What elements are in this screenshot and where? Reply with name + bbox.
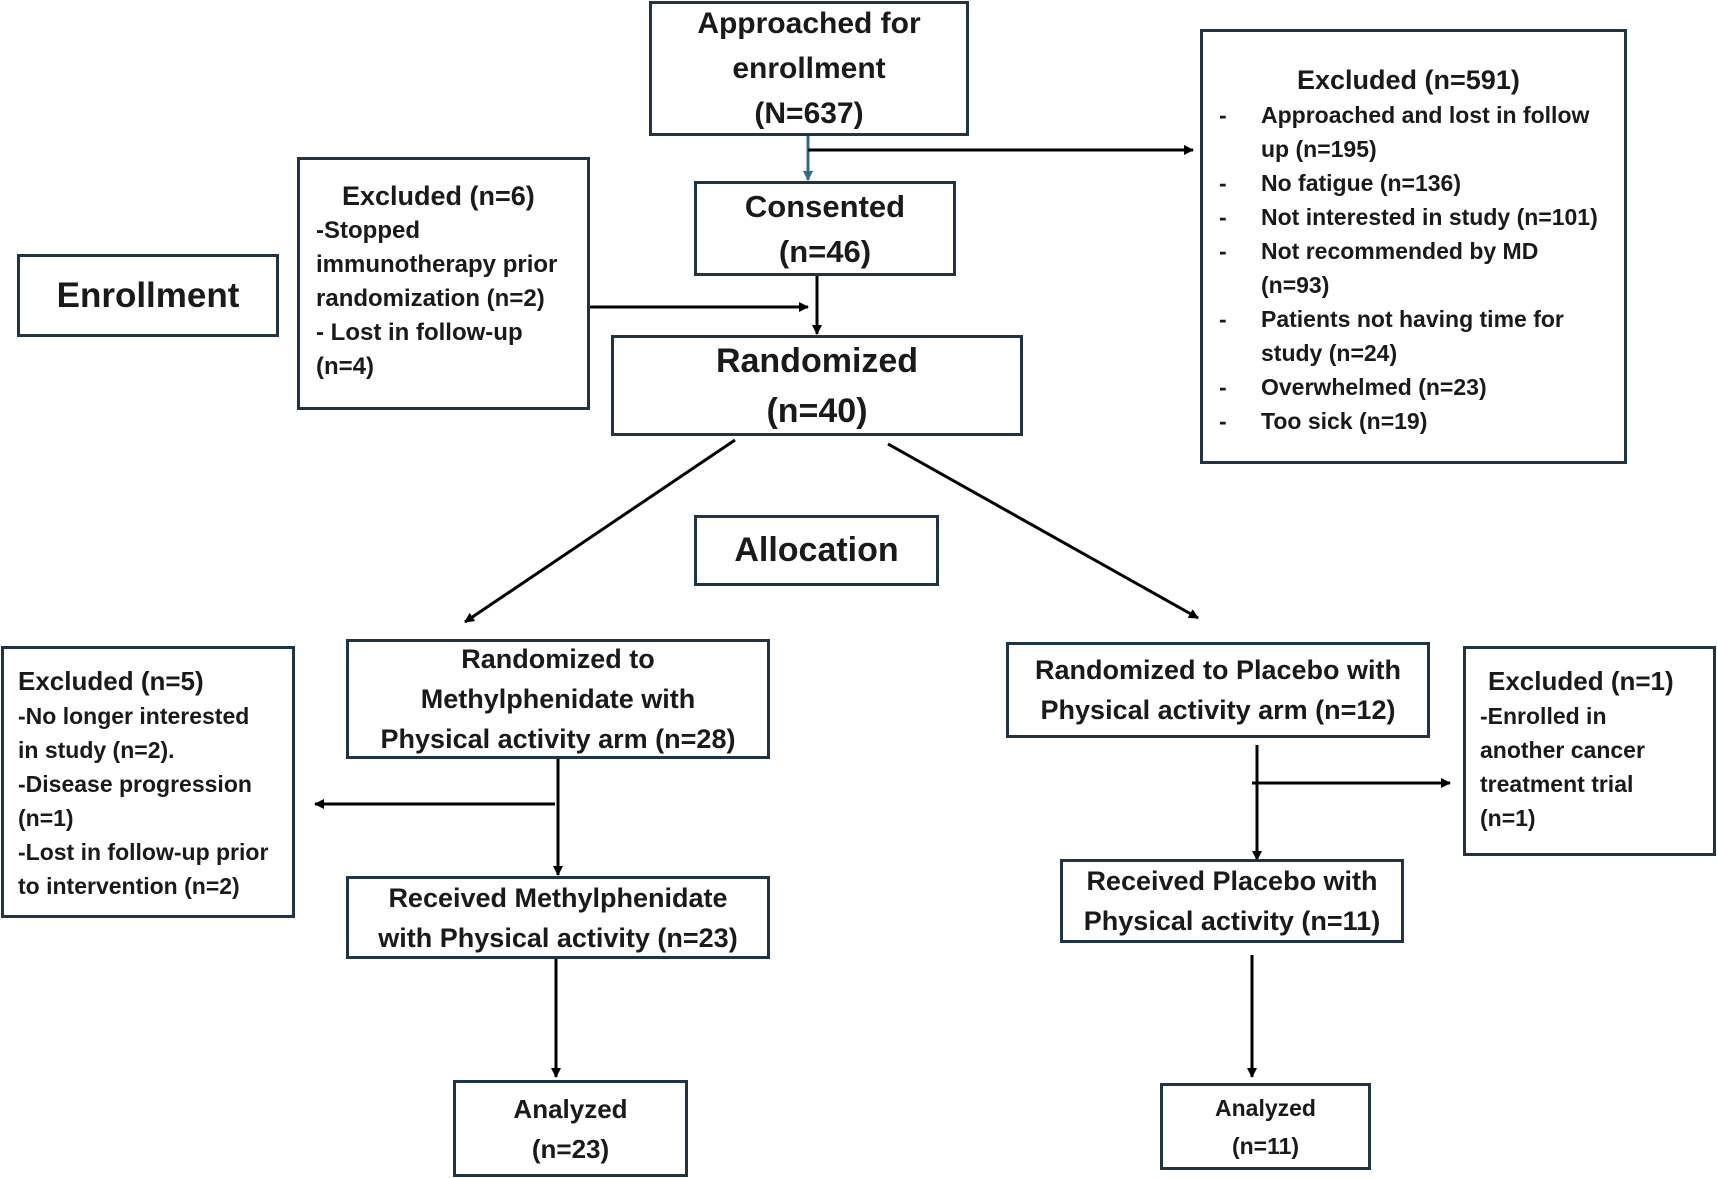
excluded-methylphenidate-line-1: -No longer interested (18, 703, 250, 729)
arrow-randomized-to-placebo (887, 442, 1199, 620)
arrow-randomized-to-methylphenidate (464, 438, 736, 624)
excluded-placebo-line-2: another cancer (1480, 737, 1645, 763)
received-placebo-line-1: Received Placebo with (1086, 866, 1378, 896)
excluded-placebo-line-1: -Enrolled in (1480, 703, 1607, 729)
consented-box: Consented (n=46) (694, 181, 956, 276)
enrollment-label-text: Enrollment (56, 275, 240, 315)
excluded-methylphenidate-title: Excluded (n=5) (18, 666, 204, 696)
received-methylphenidate-line-2: with Physical activity (n=23) (378, 922, 738, 953)
excluded-placebo-line-3: treatment trial (1480, 771, 1634, 797)
analyzed-placebo-line-2: (n=11) (1231, 1132, 1300, 1159)
excluded-placebo-box: Excluded (n=1) -Enrolled in another canc… (1463, 646, 1716, 856)
excluded-enrollment-line-2: immunotherapy prior (316, 251, 558, 278)
analyzed-methylphenidate-line-2: (n=23) (531, 1133, 610, 1164)
randomized-line-1: Randomized (715, 341, 919, 380)
excluded-methylphenidate-box: Excluded (n=5) -No longer interested in … (1, 646, 295, 918)
randomized-box: Randomized (n=40) (611, 335, 1023, 436)
arm-placebo-line-2: Physical activity arm (n=12) (1040, 695, 1396, 725)
excluded-enrollment-line-4: - Lost in follow-up (316, 319, 523, 346)
excluded-methylphenidate-line-5: -Lost in follow-up prior (18, 839, 269, 865)
randomized-line-2: (n=40) (766, 391, 868, 430)
excluded-enrollment-line-3: randomization (n=2) (316, 285, 545, 312)
approached-line-2: enrollment (732, 52, 886, 85)
analyzed-methylphenidate-line-1: Analyzed (513, 1093, 628, 1124)
enrollment-label: Enrollment (17, 254, 279, 337)
approached-box: Approached for enrollment (N=637) (649, 1, 969, 136)
arm-methylphenidate-line-3: Physical activity arm (n=28) (380, 724, 736, 754)
arm-placebo-box: Randomized to Placebo with Physical acti… (1006, 642, 1430, 738)
received-methylphenidate-line-1: Received Methylphenidate (388, 882, 728, 913)
allocation-label-text: Allocation (734, 531, 899, 569)
approached-line-3: (N=637) (754, 97, 864, 130)
excluded-reason-item: Overwhelmed (n=23) (1215, 370, 1624, 404)
excluded-reason-item: No fatigue (n=136) (1215, 166, 1624, 200)
excluded-enrollment-title: Excluded (n=6) (342, 181, 535, 211)
approached-line-1: Approached for (697, 7, 921, 40)
excluded-methylphenidate-line-4: (n=1) (18, 805, 74, 831)
excluded-placebo-line-4: (n=1) (1480, 805, 1536, 831)
received-methylphenidate-box: Received Methylphenidate with Physical a… (346, 876, 770, 959)
arm-methylphenidate-line-2: Methylphenidate with (420, 684, 696, 714)
consented-line-2: (n=46) (778, 233, 872, 269)
received-placebo-box: Received Placebo with Physical activity … (1060, 859, 1404, 943)
arm-methylphenidate-box: Randomized to Methylphenidate with Physi… (346, 639, 770, 759)
excluded-enrollment-box: Excluded (n=6) -Stopped immunotherapy pr… (297, 157, 590, 410)
excluded-reason-item: Not interested in study (n=101) (1215, 200, 1624, 234)
excluded-approached-title: Excluded (n=591) (1297, 65, 1520, 95)
analyzed-placebo-box: Analyzed (n=11) (1160, 1083, 1371, 1170)
consented-line-1: Consented (744, 188, 906, 224)
excluded-placebo-title: Excluded (n=1) (1488, 666, 1674, 696)
arm-methylphenidate-line-1: Randomized to (461, 644, 655, 674)
allocation-label: Allocation (694, 515, 939, 586)
excluded-enrollment-line-1: -Stopped (316, 217, 420, 244)
excluded-methylphenidate-line-3: -Disease progression (18, 771, 252, 797)
analyzed-methylphenidate-box: Analyzed (n=23) (453, 1080, 688, 1177)
excluded-enrollment-line-5: (n=4) (316, 353, 375, 380)
excluded-methylphenidate-line-2: in study (n=2). (18, 737, 175, 763)
excluded-reason-item: Too sick (n=19) (1215, 404, 1624, 438)
analyzed-placebo-line-1: Analyzed (1215, 1094, 1316, 1121)
excluded-reason-item: Not recommended by MD(n=93) (1215, 234, 1624, 302)
excluded-methylphenidate-line-6: to intervention (n=2) (18, 873, 240, 899)
arm-placebo-line-1: Randomized to Placebo with (1034, 655, 1402, 685)
excluded-approached-box: Excluded (n=591) Approached and lost in … (1200, 29, 1627, 464)
received-placebo-line-2: Physical activity (n=11) (1083, 906, 1381, 936)
